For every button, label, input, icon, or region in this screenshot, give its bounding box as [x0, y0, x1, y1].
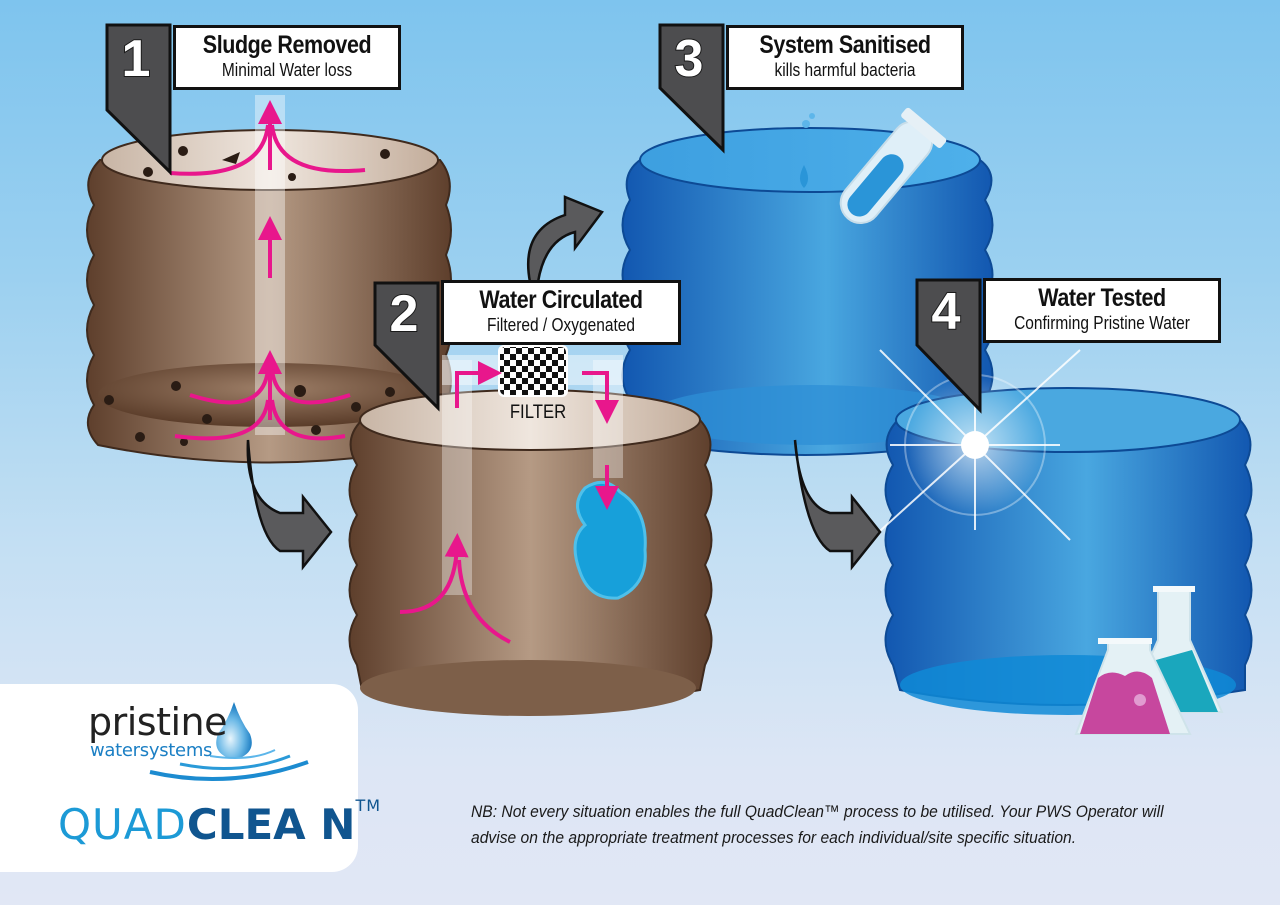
step-label-box: System Sanitised kills harmful bacteria	[726, 25, 964, 90]
product-logo: QUADCLEA NTM	[58, 796, 381, 849]
step-number: 3	[674, 29, 705, 89]
step-label-box: Water Tested Confirming Pristine Water	[983, 278, 1221, 343]
filter-block	[498, 345, 568, 397]
water-drop-icon	[216, 702, 252, 759]
brand-name: pristine	[88, 700, 228, 744]
product-name-bold: CLEA N	[186, 800, 356, 849]
disclaimer-note: NB: Not every situation enables the full…	[471, 802, 1164, 847]
step-subtitle: kills harmful bacteria	[774, 60, 916, 80]
arrow-1-to-2	[246, 439, 333, 571]
trademark-symbol: TM	[355, 796, 382, 815]
arrow-2-to-3	[526, 195, 604, 284]
step-subtitle: Filtered / Oxygenated	[486, 315, 636, 335]
step-number: 1	[121, 29, 152, 89]
step-subtitle: Confirming Pristine Water	[1014, 313, 1190, 333]
step-subtitle: Minimal Water loss	[221, 60, 353, 80]
filter-label: FILTER	[509, 402, 567, 423]
tank-2-circulated	[348, 345, 713, 716]
step-number: 4	[931, 282, 962, 342]
ripple-rings-icon	[149, 749, 309, 782]
arrow-3-to-4	[793, 439, 882, 571]
step-title: Water Circulated	[479, 286, 643, 314]
step-number: 2	[389, 284, 420, 344]
transition-arrows	[246, 195, 882, 571]
tank-4-tested	[869, 349, 1253, 735]
step-label-box: Water Circulated Filtered / Oxygenated	[441, 280, 681, 345]
step-badges	[105, 23, 982, 414]
product-name-light: QUAD	[58, 800, 187, 849]
tank-3-sanitised	[621, 107, 994, 456]
step-title: Water Tested	[1038, 284, 1166, 312]
brand-tagline: watersystems	[90, 740, 213, 761]
tank-1-sludge	[86, 95, 452, 464]
step-title: System Sanitised	[759, 31, 931, 59]
step-title: Sludge Removed	[202, 31, 372, 59]
step-label-box: Sludge Removed Minimal Water loss	[173, 25, 401, 90]
